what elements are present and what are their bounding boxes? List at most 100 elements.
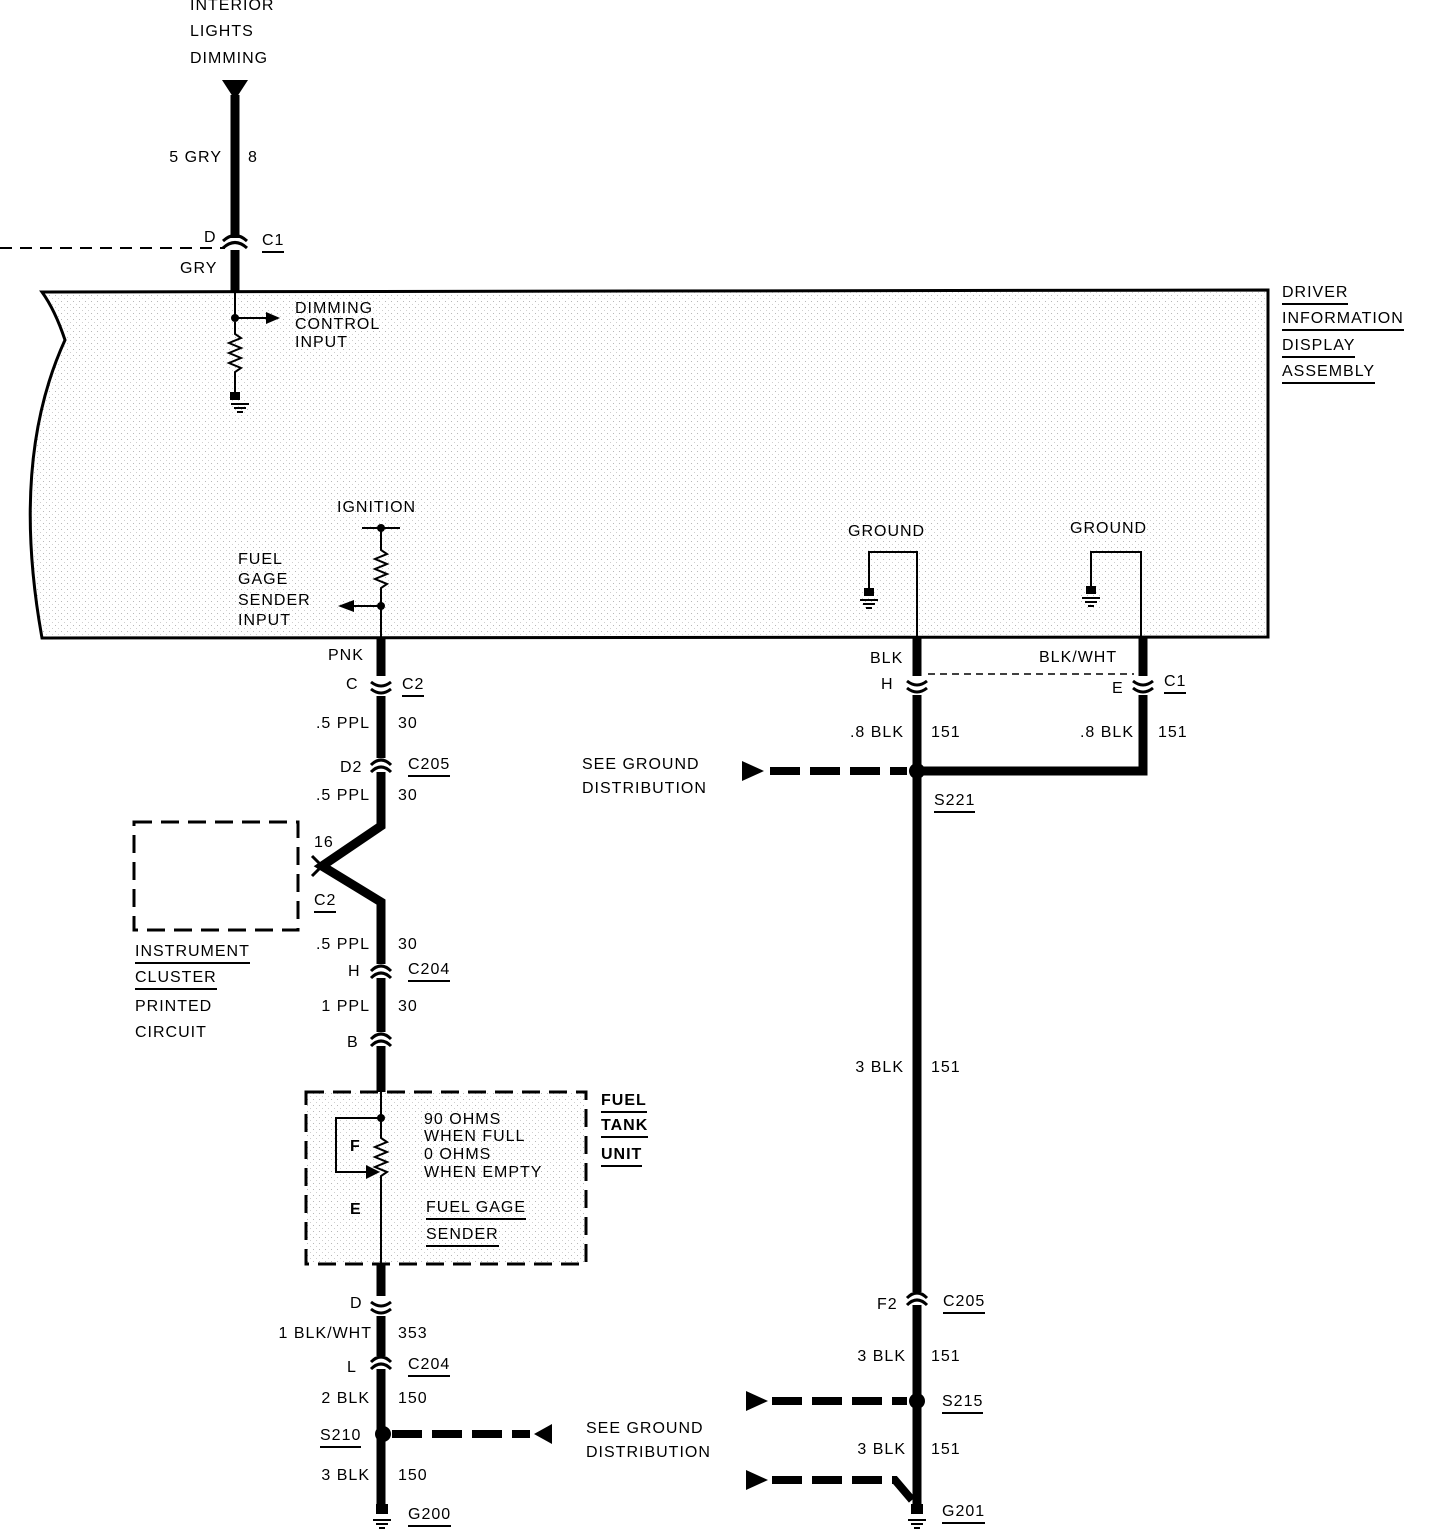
c2-name: C2 xyxy=(402,677,425,697)
fuel-tank-label-3: UNIT xyxy=(601,1147,643,1167)
w6-circuit: 150 xyxy=(398,1390,428,1407)
sender-full-marker: F xyxy=(350,1138,361,1155)
c2-pin: C xyxy=(346,676,359,693)
c204-h-name: C204 xyxy=(408,962,451,982)
w3-size: .5 PPL xyxy=(315,936,370,953)
cluster-connector: C2 xyxy=(314,893,337,913)
dim-wire-circuit: 8 xyxy=(248,149,258,166)
dimming-input-label-2: CONTROL xyxy=(295,316,381,333)
sender-empty-marker: E xyxy=(350,1201,362,1218)
connector-d xyxy=(370,1300,392,1315)
w2-size: .5 PPL xyxy=(315,787,370,804)
r-w1-circuit: 151 xyxy=(931,724,961,741)
sender-wiper xyxy=(335,1117,381,1173)
ground-dist-arrow-2 xyxy=(742,761,764,781)
sender-spec-2: WHEN FULL xyxy=(424,1128,526,1145)
ignition-resistor xyxy=(372,530,390,638)
cluster-pin: 16 xyxy=(314,834,334,851)
assembly-label-3: DISPLAY xyxy=(1282,338,1356,358)
w3-circuit: 30 xyxy=(398,936,418,953)
dim-wire-size: 5 GRY xyxy=(169,149,222,166)
w5-size: 1 BLK/WHT xyxy=(278,1325,372,1342)
interior-label-2: LIGHTS xyxy=(190,23,254,40)
fuel-tank-unit-box xyxy=(304,1090,588,1266)
r-w2-circuit: 151 xyxy=(1158,724,1188,741)
fuel-input-arrow xyxy=(338,600,354,612)
fuel-input-label-1: FUEL xyxy=(238,551,283,568)
ground1-label: GROUND xyxy=(848,523,926,540)
w4-size: 1 PPL xyxy=(321,998,370,1015)
cluster-label-3: PRINTED xyxy=(135,998,213,1015)
s210-label: S210 xyxy=(320,1428,362,1448)
w1-circuit: 30 xyxy=(398,715,418,732)
c204-l-name: C204 xyxy=(408,1357,451,1377)
see-ground-1-line2: DISTRIBUTION xyxy=(582,780,707,797)
r-w4-size: 3 BLK xyxy=(857,1348,906,1365)
connector-c2 xyxy=(370,680,392,695)
fuel-input-label-2: GAGE xyxy=(238,571,289,588)
cluster-label-4: CIRCUIT xyxy=(135,1024,207,1041)
w4-circuit: 30 xyxy=(398,998,418,1015)
sender-spec-4: WHEN EMPTY xyxy=(424,1164,543,1181)
r-w5-size: 3 BLK xyxy=(857,1441,906,1458)
splice-s215 xyxy=(909,1393,925,1409)
ground1-wire xyxy=(868,551,918,638)
fuel-input-label-3: SENDER xyxy=(238,592,311,609)
e-pin: E xyxy=(1112,680,1124,697)
dimming-input-label-3: INPUT xyxy=(295,334,348,351)
sender-resistor xyxy=(372,1120,390,1264)
r-w1-size: .8 BLK xyxy=(849,724,904,741)
w1-size: .5 PPL xyxy=(315,715,370,732)
see-ground-2-line2: DISTRIBUTION xyxy=(586,1444,711,1461)
ground-dist-arrow-1 xyxy=(534,1424,552,1444)
see-ground-2-line1: SEE GROUND xyxy=(586,1420,704,1437)
assembly-label-2: INFORMATION xyxy=(1282,311,1404,331)
c1-top-wire-color: GRY xyxy=(180,260,218,277)
ground-dist-arrow-3 xyxy=(746,1391,768,1411)
fuel-input-label-4: INPUT xyxy=(238,612,291,629)
c205-left-name: C205 xyxy=(408,757,451,777)
splice-s221 xyxy=(909,763,925,779)
b-pin: B xyxy=(347,1034,359,1051)
c204-h-pin: H xyxy=(348,963,361,980)
s221-label: S221 xyxy=(934,793,976,813)
s215-label: S215 xyxy=(942,1394,984,1414)
w7-size: 3 BLK xyxy=(321,1467,370,1484)
connector-c204-l xyxy=(369,1355,393,1371)
instrument-cluster-box xyxy=(132,820,300,932)
sender-name-2: SENDER xyxy=(426,1227,499,1247)
pnk-label: PNK xyxy=(328,647,364,664)
ground-dist-arrow-4 xyxy=(746,1470,768,1490)
connector-c1-top xyxy=(221,234,249,250)
l-pin: L xyxy=(347,1359,357,1376)
c205-left-pin: D2 xyxy=(340,759,363,776)
blkwht-label: BLK/WHT xyxy=(1039,649,1118,666)
g201-ground-dist-dash xyxy=(772,1476,916,1503)
g201-label: G201 xyxy=(942,1504,986,1524)
cluster-label-2: CLUSTER xyxy=(135,970,217,990)
c1-top-name: C1 xyxy=(262,233,285,253)
dimming-input-label-1: DIMMING xyxy=(295,300,374,317)
sender-name-1: FUEL GAGE xyxy=(426,1200,526,1220)
r-w5-circuit: 151 xyxy=(931,1441,961,1458)
g201-ground-icon xyxy=(907,1519,927,1529)
assembly-label-4: ASSEMBLY xyxy=(1282,364,1376,384)
g200-ground-icon xyxy=(372,1519,392,1529)
f2-pin: F2 xyxy=(877,1296,898,1313)
w6-size: 2 BLK xyxy=(321,1390,370,1407)
c1-right-name: C1 xyxy=(1164,674,1187,694)
ground2-wire xyxy=(1090,551,1142,638)
g200-label: G200 xyxy=(408,1507,452,1527)
blk-label: BLK xyxy=(870,650,904,667)
w7-circuit: 150 xyxy=(398,1467,428,1484)
sender-spec-3: 0 OHMS xyxy=(424,1146,492,1163)
fuel-tank-label-1: FUEL xyxy=(601,1093,647,1113)
dimming-resistor xyxy=(226,322,244,392)
fuel-tank-label-2: TANK xyxy=(601,1118,649,1138)
r-w3-circuit: 151 xyxy=(931,1059,961,1076)
interior-dimming-arrow xyxy=(222,80,248,100)
assembly-label-1: DRIVER xyxy=(1282,285,1349,305)
assembly-body xyxy=(28,288,1270,640)
d-pin: D xyxy=(350,1295,363,1312)
w2-circuit: 30 xyxy=(398,787,418,804)
